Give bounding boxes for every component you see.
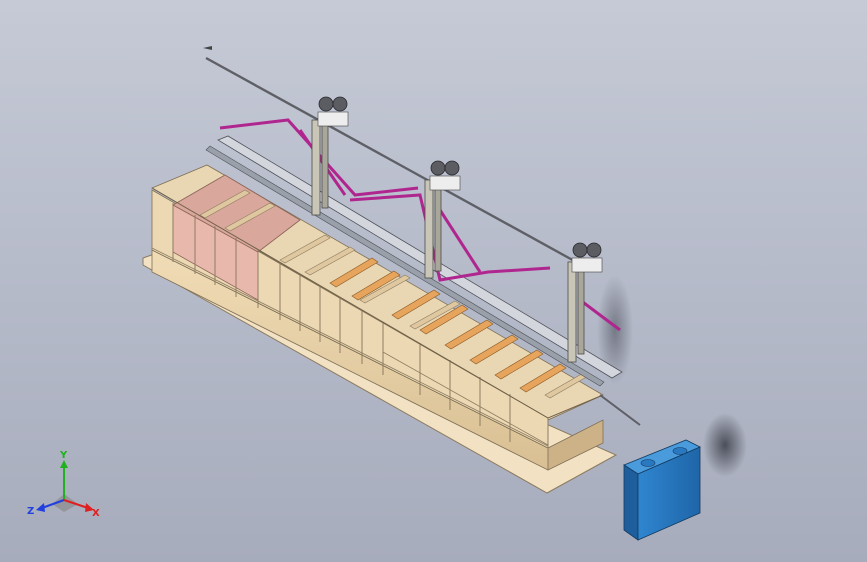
guide-rail-track-2	[205, 145, 605, 387]
guide-rail-top	[205, 56, 579, 265]
lifter-tower-1	[311, 96, 349, 216]
lifter-tower-3	[567, 242, 603, 363]
lifter-shadow	[597, 275, 633, 385]
blue-equipment-box	[623, 439, 701, 541]
tank-inner-walls	[199, 189, 591, 399]
y-axis-label: Y	[59, 450, 68, 461]
triad-base	[52, 494, 78, 512]
tank-band-lower	[382, 351, 549, 446]
anode-bars	[329, 257, 567, 393]
z-axis-arrow	[36, 503, 45, 512]
coordinate-triad: Y X Z	[27, 450, 100, 519]
x-axis-label: X	[92, 508, 100, 519]
z-axis-label: Z	[27, 506, 34, 517]
lifter-tower-2	[424, 160, 461, 279]
x-axis-line	[63, 499, 89, 509]
tank-rim	[151, 187, 604, 419]
z-axis-line	[41, 499, 65, 509]
tank-pink-top	[172, 174, 301, 253]
guide-rail-end	[599, 394, 641, 426]
tank-band	[151, 247, 549, 447]
box-shadow	[703, 413, 747, 477]
rail-end-arrow	[203, 46, 212, 50]
tank-dividers	[172, 203, 549, 470]
y-axis-arrow	[60, 460, 68, 468]
x-axis-arrow	[85, 503, 94, 512]
